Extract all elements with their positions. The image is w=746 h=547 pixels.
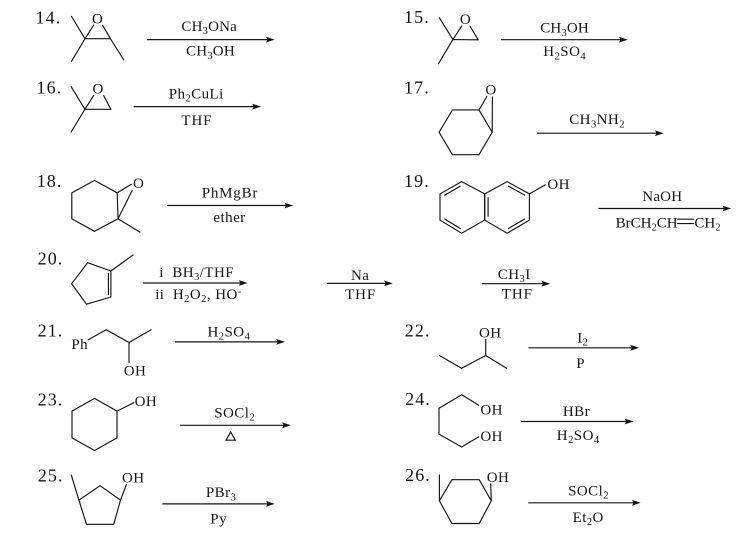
svg-text:OH: OH	[487, 470, 510, 486]
svg-text:O: O	[92, 12, 103, 28]
svg-text:Na: Na	[351, 268, 369, 284]
svg-text:OH: OH	[122, 471, 145, 487]
svg-text:O: O	[485, 82, 496, 98]
svg-text:ii H2O2, HO-: ii H2O2, HO-	[155, 287, 242, 305]
svg-text:THF: THF	[345, 287, 376, 303]
svg-text:20.: 20.	[38, 249, 64, 269]
svg-text:NaOH: NaOH	[642, 189, 682, 205]
svg-text:24.: 24.	[405, 389, 431, 409]
svg-text:O: O	[93, 82, 104, 98]
svg-text:O: O	[133, 176, 144, 192]
svg-text:OH: OH	[480, 429, 503, 445]
svg-text:PhMgBr: PhMgBr	[202, 186, 258, 202]
svg-text:18.: 18.	[37, 171, 63, 191]
svg-text:THF: THF	[502, 287, 533, 303]
svg-text:OH: OH	[124, 363, 147, 379]
svg-text:SOCl2: SOCl2	[214, 405, 255, 423]
svg-text:H2SO4: H2SO4	[557, 428, 600, 446]
svg-text:ether: ether	[213, 210, 245, 226]
svg-text:Ph: Ph	[71, 337, 88, 353]
svg-text:Ph2CuLi: Ph2CuLi	[169, 87, 224, 105]
svg-text:O: O	[460, 12, 471, 28]
svg-text:OH: OH	[480, 403, 503, 419]
svg-text:22.: 22.	[405, 320, 431, 340]
svg-text:26.: 26.	[405, 465, 431, 485]
svg-text:OH: OH	[547, 177, 570, 193]
svg-text:OH: OH	[479, 325, 502, 341]
svg-text:CH3I: CH3I	[498, 267, 531, 285]
svg-text:19.: 19.	[404, 171, 430, 191]
svg-text:P: P	[576, 356, 585, 372]
svg-text:15.: 15.	[404, 7, 430, 27]
svg-text:Py: Py	[210, 512, 227, 528]
svg-text:CH3ONa: CH3ONa	[181, 19, 237, 37]
svg-text:CH3NH2: CH3NH2	[569, 112, 625, 130]
svg-text:OH: OH	[135, 394, 158, 410]
svg-text:H2SO4: H2SO4	[208, 324, 251, 342]
svg-text:16.: 16.	[37, 77, 63, 97]
svg-text:23.: 23.	[38, 389, 64, 409]
svg-text:14.: 14.	[36, 8, 62, 28]
svg-text:21.: 21.	[38, 320, 64, 340]
svg-text:BrCH2CH: BrCH2CH	[616, 215, 678, 233]
svg-text:SOCl2: SOCl2	[568, 483, 609, 501]
svg-text:17.: 17.	[404, 77, 430, 97]
svg-text:HBr: HBr	[563, 404, 590, 420]
svg-text:THF: THF	[181, 113, 212, 129]
svg-text:25.: 25.	[38, 465, 64, 485]
svg-text:H2SO4: H2SO4	[543, 44, 586, 62]
